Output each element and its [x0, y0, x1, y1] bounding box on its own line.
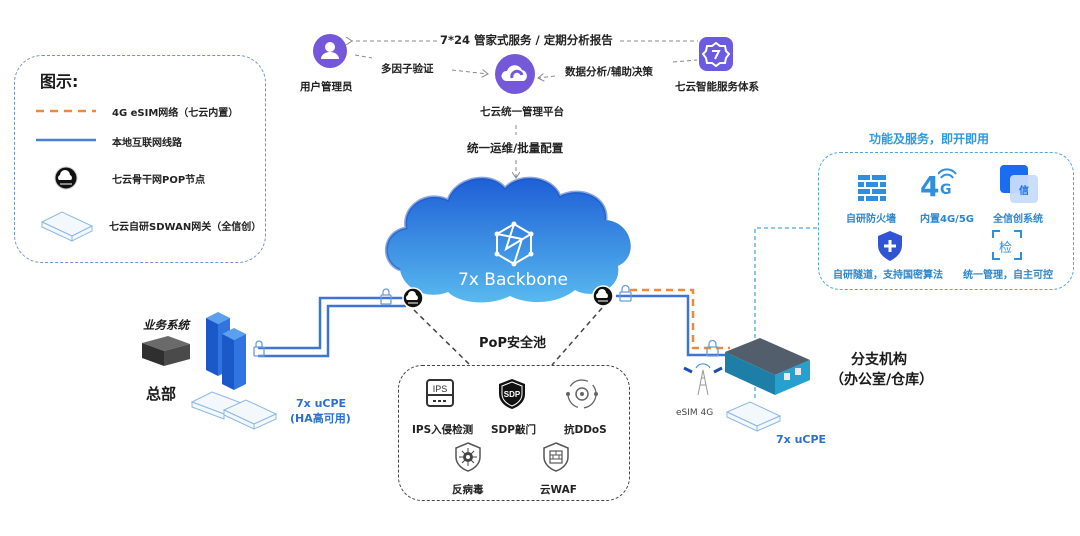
branch-local-link: [616, 294, 730, 357]
branch-name-label: 分支机构: [851, 352, 907, 368]
branch-subtitle-label: （办公室/仓库）: [830, 372, 934, 388]
ips-label: IPS入侵检测: [412, 424, 474, 436]
cloud-icon: [501, 65, 527, 81]
management-platform-button[interactable]: [495, 54, 535, 94]
ddos-icon: [566, 379, 598, 409]
antivirus-label: 反病毒: [452, 484, 484, 496]
branch-building-icon: [725, 338, 810, 395]
pop-node-icon: [402, 287, 424, 309]
hq-ucpe-label: 7x uCPE: [296, 397, 347, 410]
cell-tower-icon: [683, 363, 723, 396]
legend-label-esim: 4G eSIM网络（七云内置）: [112, 108, 239, 119]
backbone-label: 7x Backbone: [458, 270, 568, 290]
hexagon-network-icon: [494, 221, 534, 267]
4g-digit: 4: [920, 170, 940, 203]
pop-pool-links: [413, 307, 603, 366]
user-admin-button[interactable]: [313, 34, 347, 68]
sdp-shield-icon: SDP: [499, 379, 525, 409]
4g-letter: G: [940, 182, 952, 198]
smart-service-button[interactable]: [699, 37, 733, 71]
branch-services-link: [754, 227, 818, 345]
jian-glyph: 检: [999, 241, 1013, 256]
analytics-arrow: [538, 76, 556, 78]
tunnel-shield-icon: [878, 231, 902, 261]
legend-box: [14, 55, 266, 263]
esim-label: eSIM 4G: [676, 408, 714, 418]
pop-node-icon: [592, 285, 614, 307]
services-title: 功能及服务，即开即用: [869, 132, 990, 146]
xinchuang-label: 全信创系统: [993, 214, 1043, 225]
business-system-label: 业务系统: [143, 318, 189, 332]
gear-service-icon: [701, 41, 731, 68]
inspect-icon: 检: [992, 230, 1022, 260]
mfa-label: 多因子验证: [381, 63, 434, 75]
svg-text:SDP: SDP: [504, 390, 521, 399]
management-platform-label: 七云统一管理平台: [480, 106, 564, 118]
waf-label: 云WAF: [540, 484, 577, 496]
sdwan-gateway-icon: [190, 391, 278, 430]
firewall-icon: [858, 175, 886, 201]
ops-label: 统一运维/批量配置: [467, 141, 564, 155]
waf-icon: [543, 442, 569, 472]
analytics-line-start: [672, 59, 698, 63]
legend-sdwan-gateway-icon: [40, 211, 94, 242]
legend-title: 图示:: [40, 72, 79, 91]
services-box: [818, 152, 1074, 290]
hq-local-link: [258, 296, 406, 358]
xinchuang-icon: 信: [1000, 165, 1038, 205]
analytics-label: 数据分析/辅助决策: [565, 66, 653, 78]
legend-label-local-line: 本地互联网线路: [112, 138, 182, 149]
ddos-label: 抗DDoS: [564, 424, 607, 436]
mfa-line-start: [354, 54, 373, 59]
pop-pool-label: PoP安全池: [479, 336, 546, 351]
xin-glyph: 信: [1019, 186, 1029, 197]
firewall-label: 自研防火墙: [846, 214, 896, 225]
4g-signal-icon: 4 G: [918, 168, 958, 204]
smart-service-label: 七云智能服务体系: [675, 81, 759, 93]
4g5g-label: 内置4G/5G: [920, 214, 974, 225]
business-system-server-icon: [142, 336, 190, 366]
service-report-label: 7*24 管家式服务 / 定期分析报告: [440, 33, 613, 47]
mfa-arrow: [451, 70, 488, 74]
svg-text:IPS: IPS: [433, 384, 448, 394]
legend-label-sdwan-gateway: 七云自研SDWAN网关（全信创）: [109, 222, 262, 233]
security-pool-box: [398, 365, 630, 501]
ips-icon: IPS: [426, 379, 454, 407]
hq-ucpe-ha-label: (HA高可用): [290, 412, 351, 425]
branch-esim-link: [630, 288, 730, 350]
antivirus-icon: [455, 442, 481, 472]
lock-icon: [253, 284, 719, 357]
headquarters-label: 总部: [146, 385, 177, 403]
server-rack-icon: [206, 312, 246, 390]
user-icon: [321, 42, 339, 59]
tunnel-label: 自研隧道，支持国密算法: [833, 270, 943, 281]
legend-pop-node-icon: [54, 166, 78, 190]
branch-ucpe-label: 7x uCPE: [776, 433, 827, 446]
sdwan-gateway-icon: [725, 401, 782, 432]
management-links: [352, 41, 698, 178]
sdp-label: SDP敲门: [491, 424, 536, 436]
user-admin-label: 用户管理员: [300, 81, 353, 93]
legend-label-pop-node: 七云骨干网POP节点: [112, 175, 206, 186]
inspect-label: 统一管理，自主可控: [963, 270, 1053, 281]
